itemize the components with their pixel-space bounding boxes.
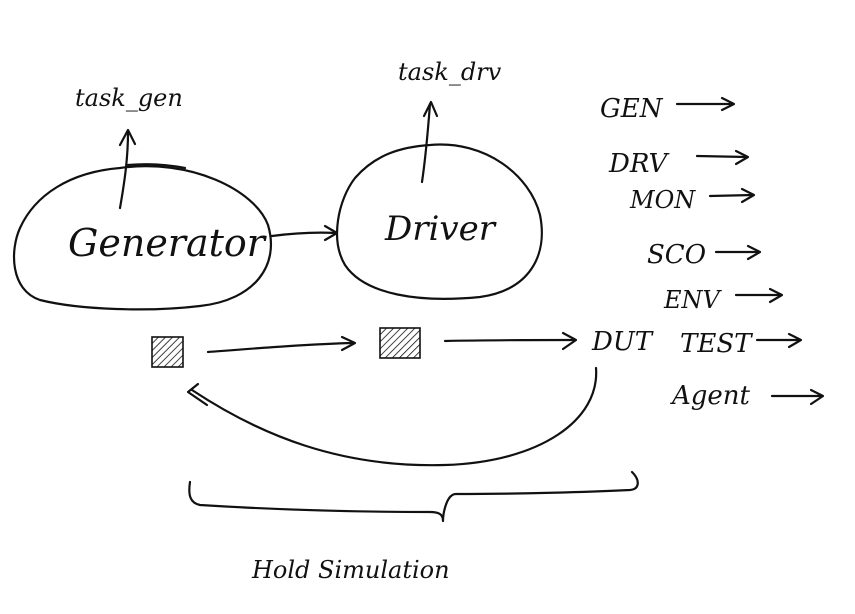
driver-node <box>336 143 543 300</box>
generator-to-driver-arrow <box>270 224 339 242</box>
hold-simulation-brace <box>188 470 639 523</box>
component-list: GEN DRV MON SCO ENV TEST A <box>600 94 825 411</box>
task-drv-label: task_drv <box>398 58 502 86</box>
driver-label: Driver <box>384 209 497 249</box>
block-to-dut-arrow <box>443 331 578 351</box>
task-gen-label: task_gen <box>75 84 183 112</box>
driver-queue-block <box>379 327 421 359</box>
component-sco-arrow <box>714 244 762 261</box>
component-env-arrow <box>734 287 784 304</box>
component-gen-arrow <box>675 96 736 112</box>
component-drv-arrow <box>695 149 750 166</box>
component-test-label: TEST <box>680 329 753 359</box>
component-mon-arrow <box>708 187 756 204</box>
component-drv-label: DRV <box>608 149 669 179</box>
generator-label: Generator <box>68 221 268 265</box>
component-gen-label: GEN <box>600 94 664 124</box>
dut-label: DUT <box>591 327 654 357</box>
generator-node <box>12 165 273 311</box>
hold-simulation-caption: Hold Simulation <box>251 556 450 584</box>
task-drv-arrow <box>420 100 439 184</box>
feedback-loop-arrow <box>186 366 598 467</box>
component-agent-arrow <box>770 388 825 406</box>
block-to-block-arrow <box>206 335 357 354</box>
task-gen-arrow <box>118 128 187 210</box>
component-agent-label: Agent <box>670 381 751 411</box>
component-test-arrow <box>755 332 803 349</box>
component-env-label: ENV <box>663 286 723 314</box>
component-mon-label: MON <box>629 186 696 214</box>
generator-queue-block <box>151 336 184 368</box>
component-sco-label: SCO <box>647 240 706 270</box>
